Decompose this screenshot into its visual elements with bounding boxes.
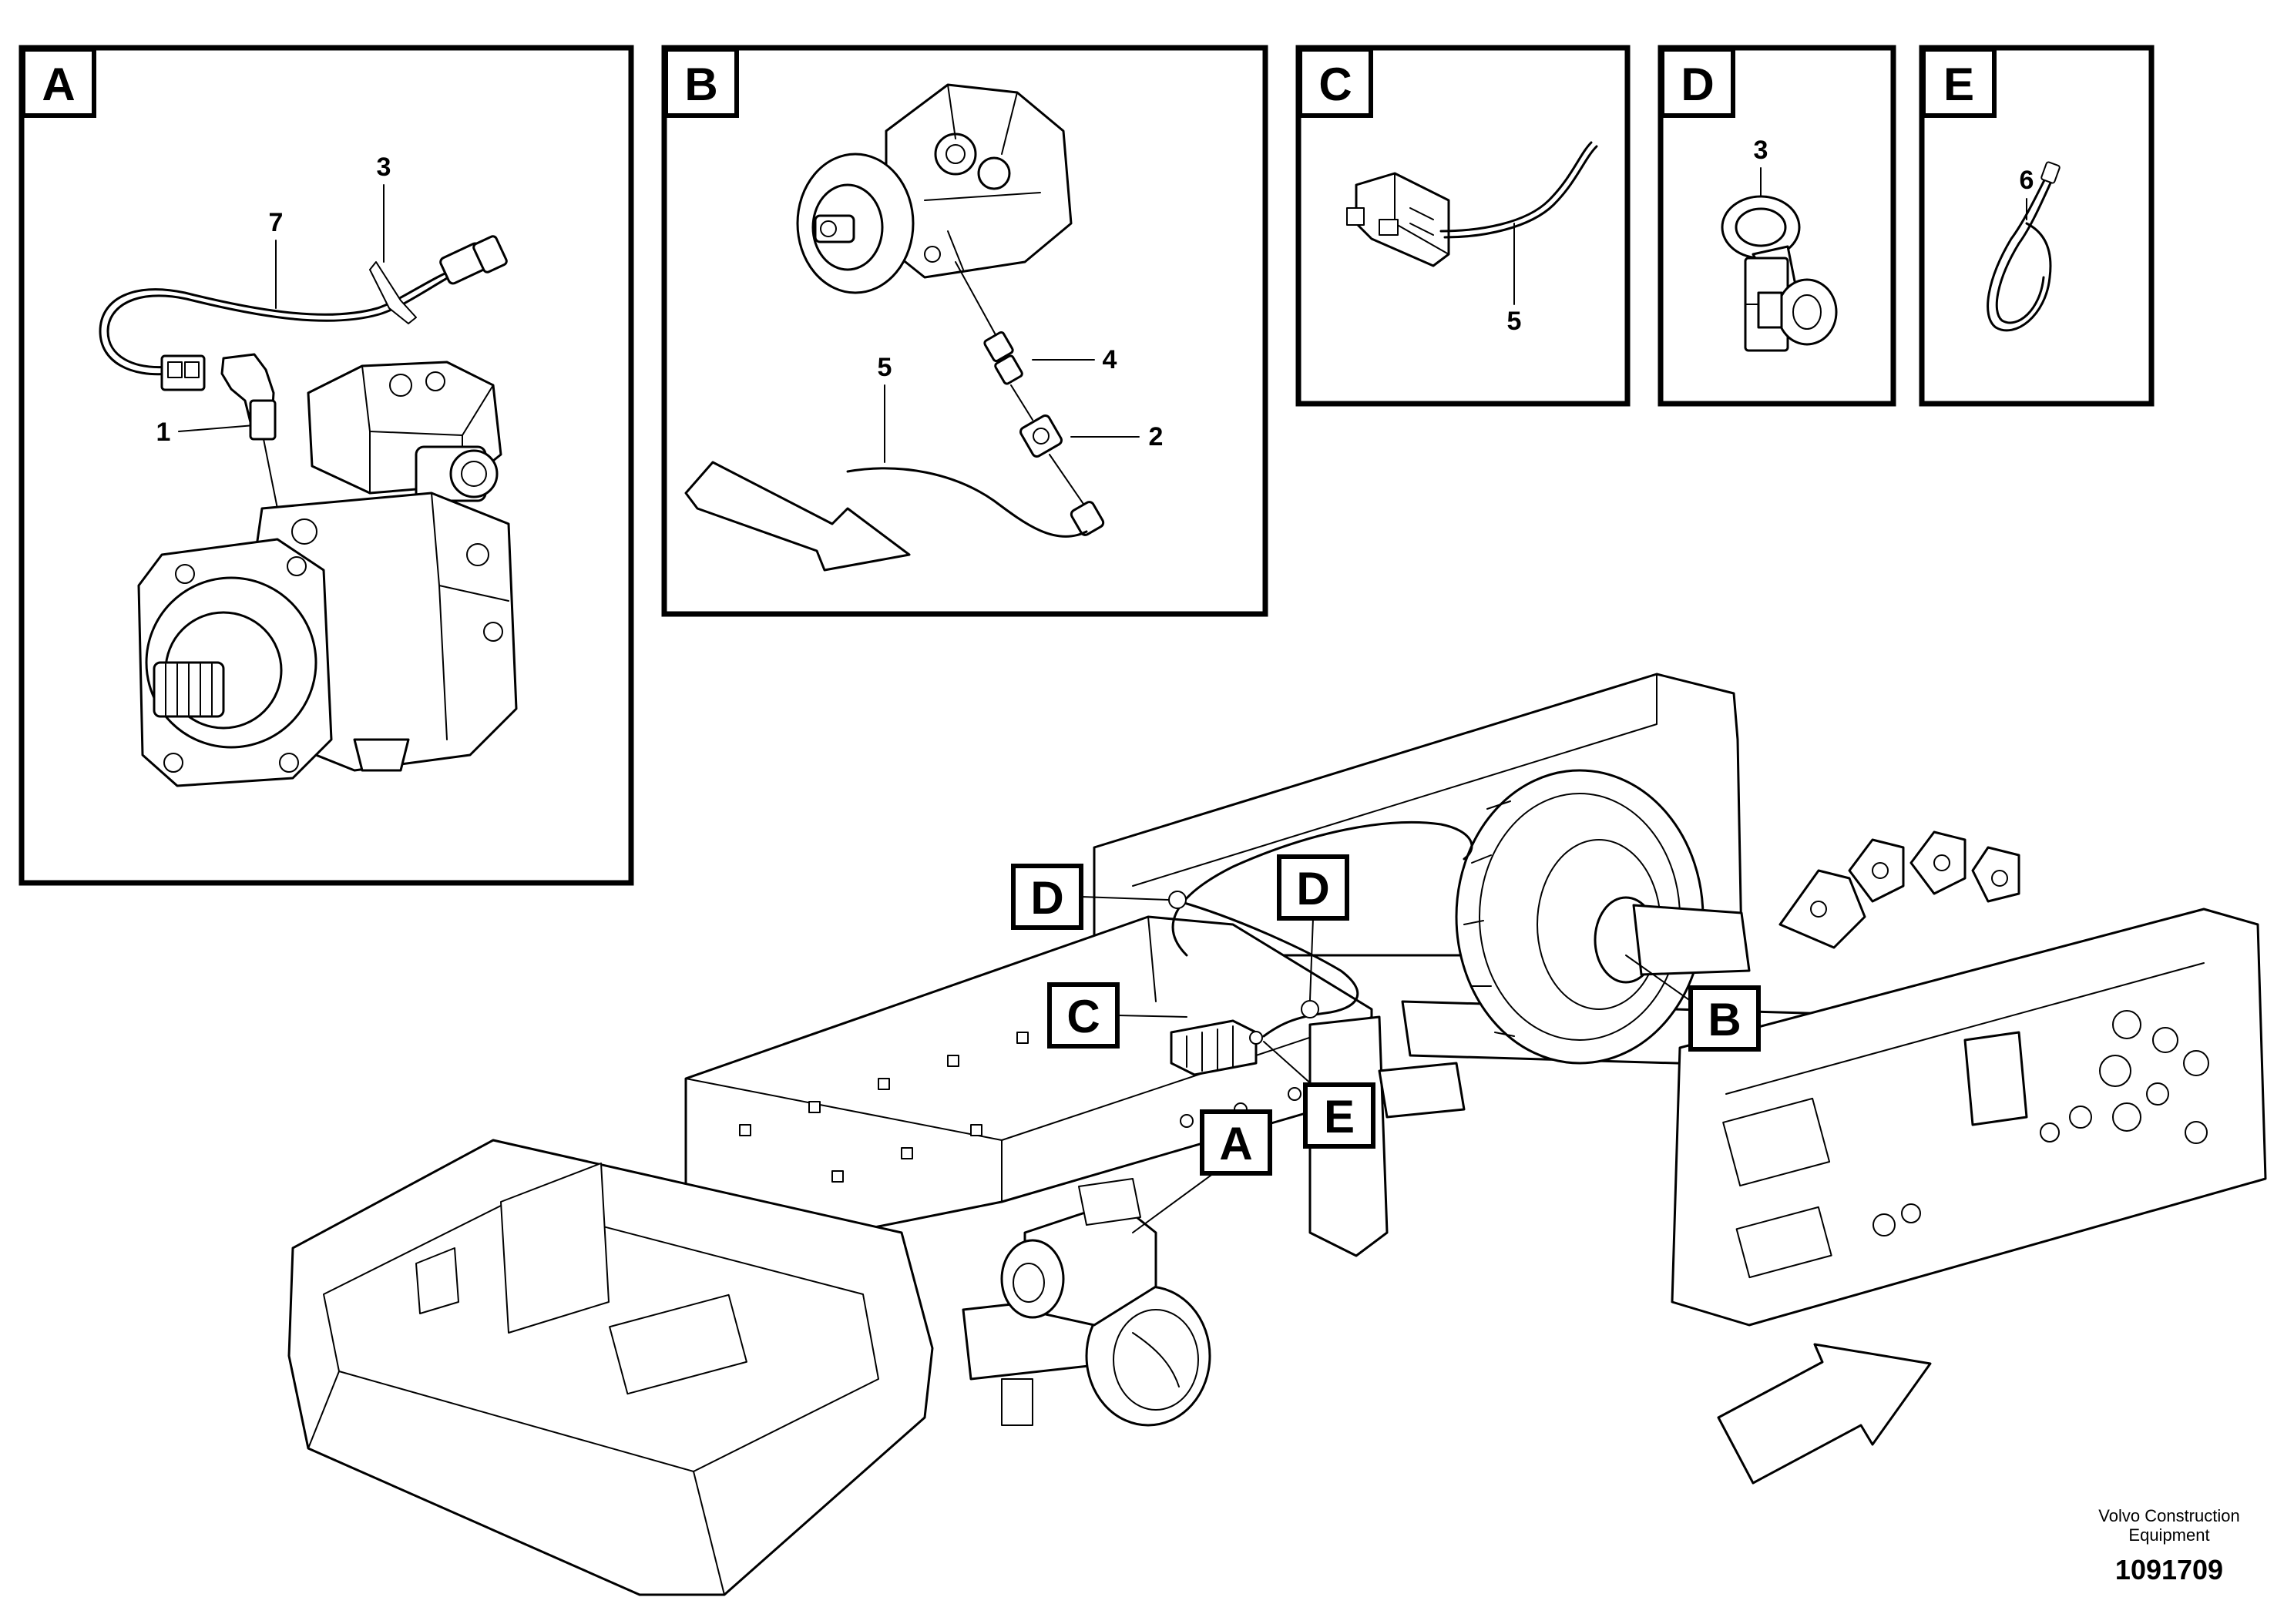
callout-c-5: 5: [1507, 307, 1522, 336]
callout-e-6: 6: [2020, 166, 2034, 195]
svg-text:C: C: [1066, 991, 1100, 1042]
svg-text:D: D: [1030, 872, 1063, 924]
panel-d: D 3: [1658, 45, 1896, 407]
harness-route-2: [1177, 900, 1359, 1038]
center-frame: [684, 915, 1373, 1234]
document-number: 1091709: [2115, 1554, 2223, 1585]
location-tag-d1: D: [1011, 864, 1169, 930]
front-axle-hub-icon: [962, 1285, 1211, 1427]
drive-motor-icon: [796, 83, 1073, 294]
company-name-line1: Volvo Construction: [2098, 1506, 2239, 1525]
panel-d-label: D: [1681, 59, 1714, 110]
panel-d-frame: [1658, 45, 1896, 407]
location-tag-d2: D: [1277, 854, 1349, 1001]
svg-text:E: E: [1324, 1091, 1355, 1143]
svg-text:B: B: [1708, 994, 1741, 1045]
callout-a-3: 3: [377, 153, 391, 182]
cable-c-5-inner: [1443, 145, 1598, 239]
callout-a-7: 7: [269, 208, 284, 237]
panel-c-tag-box: [1298, 47, 1373, 118]
panel-c-label: C: [1318, 59, 1352, 110]
sprocket-segments-icon: [1778, 830, 2020, 949]
sensor-lead-2: [1010, 384, 1033, 421]
callout-b-4: 4: [1103, 345, 1117, 374]
connector-c-icon: [1346, 172, 1450, 267]
clamp-location-d1: [1168, 891, 1187, 909]
panel-e: E 6: [1919, 45, 2155, 407]
direction-arrow-icon: [684, 461, 911, 572]
cable-c-5: [1439, 141, 1593, 233]
callout-b-5: 5: [878, 353, 892, 382]
clamp-location-d2: [1301, 1000, 1319, 1018]
panel-d-tag-box: [1660, 47, 1735, 118]
sensor-plug-icon: [1070, 501, 1105, 536]
machine-frame-assembly: [287, 673, 2267, 1596]
connector-plug-icon: [439, 235, 508, 285]
sensor-lead-3: [1049, 454, 1087, 509]
location-tag-c: C: [1047, 982, 1187, 1049]
svg-text:A: A: [1219, 1118, 1252, 1169]
panel-b-tag-box: [663, 47, 739, 118]
travel-direction-arrow-icon: [1717, 1343, 1932, 1485]
panel-c-frame: [1295, 45, 1631, 407]
drum-drive-hub-icon: [1455, 769, 1751, 1065]
connector-2-icon: [1019, 414, 1063, 458]
location-tag-a: A: [1132, 1109, 1272, 1233]
harness-route: [1171, 820, 1473, 957]
location-tag-b: B: [1625, 955, 1761, 1052]
clamp-icon: [1721, 195, 1838, 352]
sensor-lead: [955, 261, 999, 340]
callout-b-2: 2: [1149, 422, 1164, 451]
panel-e-frame: [1919, 45, 2155, 407]
adapter-4-icon: [983, 331, 1023, 385]
panel-b: B 5 4 2: [661, 45, 1268, 617]
speed-sensor-icon: [220, 353, 278, 509]
pump-mounted-icon: [1000, 1178, 1157, 1327]
panel-e-tag-box: [1921, 47, 1997, 118]
panel-e-label: E: [1943, 59, 1974, 110]
location-tag-e: E: [1263, 1041, 1375, 1149]
cable-5: [846, 467, 1088, 538]
cable-tie-icon: [1987, 161, 2061, 332]
connector-socket-icon: [160, 354, 206, 391]
callout-a-1: 1: [156, 418, 171, 447]
company-name-line2: Equipment: [2128, 1525, 2209, 1545]
leader-a-1: [178, 424, 255, 432]
panel-a-tag-box: [21, 47, 96, 118]
svg-text:D: D: [1296, 863, 1329, 914]
panel-a-label: A: [42, 59, 75, 110]
tie-location-e: [1249, 1031, 1263, 1045]
panel-a: A 3 7 1: [18, 45, 634, 886]
panel-a-frame: [18, 45, 634, 886]
cable-tie-icon: [369, 261, 417, 324]
panel-b-frame: [661, 45, 1268, 617]
panel-c: C 5: [1295, 45, 1631, 407]
panel-b-label: B: [684, 59, 717, 110]
hydraulic-motor-icon: [137, 361, 518, 787]
callout-d-3: 3: [1754, 136, 1768, 165]
valve-block-icon: [1170, 1019, 1258, 1076]
